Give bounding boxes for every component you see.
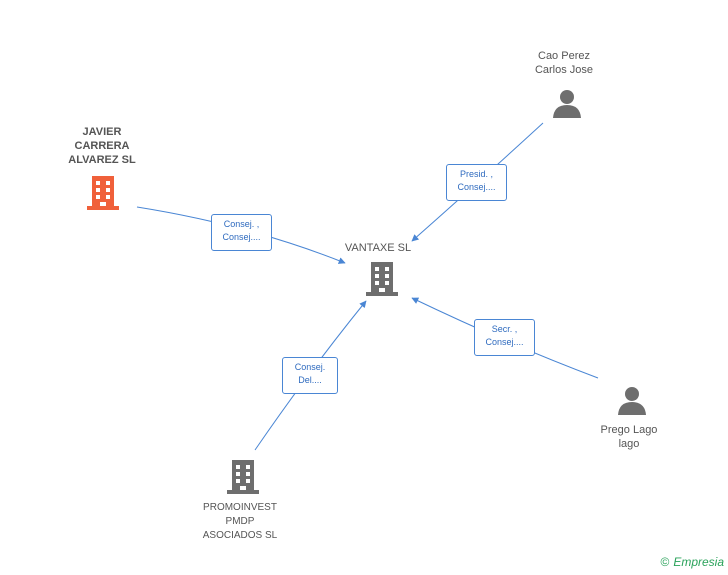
- person-icon[interactable]: [552, 89, 582, 119]
- edge-label-cao[interactable]: Presid. , Consej....: [446, 164, 507, 201]
- prego-person-label[interactable]: Prego Lago lago: [600, 424, 658, 450]
- edge-label-line: Consej....: [457, 182, 496, 192]
- brand-logo: ©Empresia: [660, 555, 724, 569]
- edge-label-line: Secr. ,: [491, 324, 518, 334]
- building-icon[interactable]: [87, 176, 119, 210]
- cao-person-label[interactable]: Cao Perez Carlos Jose: [534, 50, 594, 76]
- building-icon[interactable]: [227, 460, 259, 494]
- javier-company-label[interactable]: JAVIER CARRERA ALVAREZ SL: [68, 126, 136, 166]
- edge-label-line: Presid. ,: [459, 169, 493, 179]
- copyright-icon: ©: [660, 555, 670, 569]
- brand-name: Empresia: [673, 555, 724, 569]
- edge-label-line: Consej.: [294, 362, 326, 372]
- edge-label-promo[interactable]: Consej. Del....: [282, 357, 338, 394]
- edge-label-line: Consej....: [485, 337, 524, 347]
- edge-label-line: Del....: [298, 375, 322, 385]
- edge-label-line: Consej....: [222, 232, 261, 242]
- promo-company-label[interactable]: PROMOINVEST PMDP ASOCIADOS SL: [202, 502, 278, 541]
- edge-label-prego[interactable]: Secr. , Consej....: [474, 319, 535, 356]
- person-icon[interactable]: [617, 386, 647, 416]
- center-company-label[interactable]: VANTAXE SL: [344, 242, 412, 254]
- edge-label-line: Consej. ,: [223, 219, 260, 229]
- edge-label-javier[interactable]: Consej. , Consej....: [211, 214, 272, 251]
- building-icon[interactable]: [366, 262, 398, 296]
